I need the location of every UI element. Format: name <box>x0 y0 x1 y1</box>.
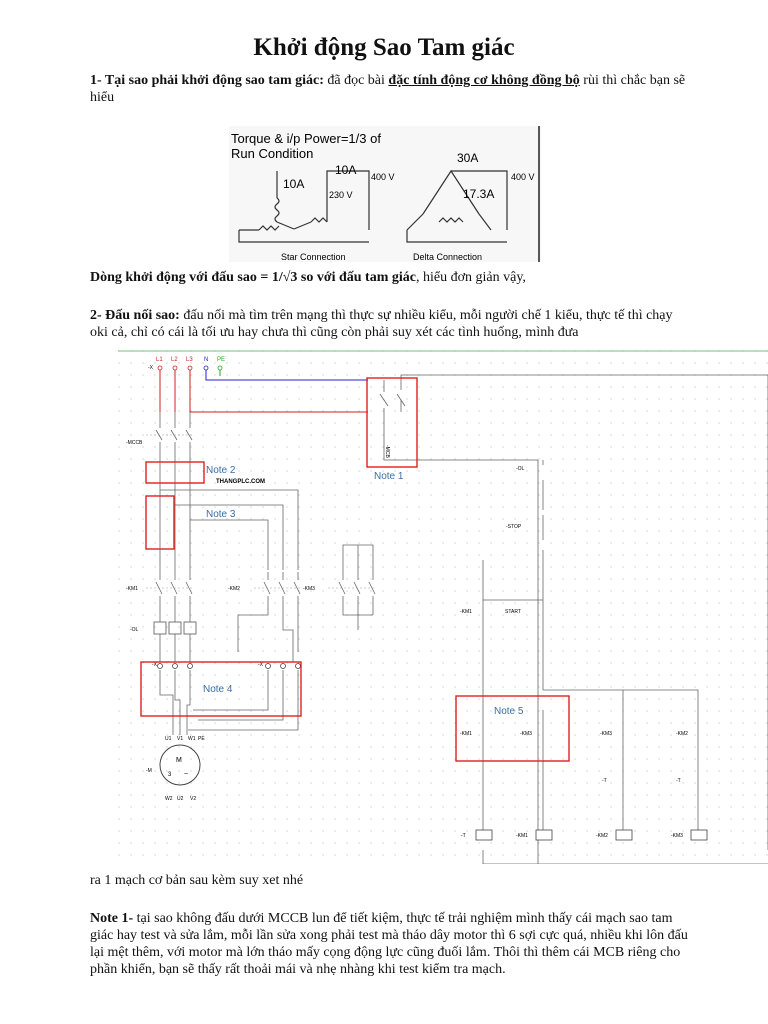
note-1-paragraph: Note 1- tại sao không đấu dưới MCCB lun … <box>90 910 690 978</box>
km2-nc-label: -KM2 <box>676 731 688 737</box>
note-3-box <box>145 495 175 550</box>
fig1-title-line1: Torque & i/p Power=1/3 of <box>231 131 381 146</box>
note-4-label: Note 4 <box>203 684 233 695</box>
motor-terminal-pe: PE <box>198 736 205 742</box>
note-2-label: Note 2 <box>206 465 236 476</box>
section-1-heading: 1- Tại sao phải khởi động sao tam giác: <box>90 73 324 88</box>
motor-terminal-u2: U2 <box>177 796 184 802</box>
phase-l2: L2 <box>171 357 178 363</box>
km2-coil <box>615 829 633 841</box>
note-1-heading: Note 1- <box>90 911 134 926</box>
motor-symbol <box>159 744 201 786</box>
circuit-diagram: L1 L2 L3 N PE -X <box>118 350 768 864</box>
timer-coil <box>475 829 493 841</box>
starting-current-paragraph: Dòng khởi động với đấu sao = 1/√3 so với… <box>90 269 690 286</box>
motor-m: M <box>176 757 182 764</box>
timer-coil-label: -T <box>461 833 466 839</box>
motor-terminal-w1: W1 <box>188 736 196 742</box>
km3-interlock-label: -KM3 <box>520 731 532 737</box>
fig1-title-line2: Run Condition <box>231 146 313 161</box>
section-1-text: đã đọc bài <box>323 73 389 88</box>
km2-power-label: -KM2 <box>228 586 240 592</box>
section-2-body: đấu nối mà tìm trên mạng thì thực sự nhi… <box>90 308 673 340</box>
ol-label: -OL <box>130 627 139 633</box>
motor-ac-icon: ~ <box>184 771 188 778</box>
page-title: Khởi động Sao Tam giác <box>253 34 515 61</box>
note-1-label: Note 1 <box>374 471 404 482</box>
motor-3: 3 <box>168 772 172 778</box>
km3-coil-label: -KM3 <box>671 833 683 839</box>
km3-coil <box>690 829 708 841</box>
star-connection-diagram <box>238 170 370 243</box>
section-2-heading: 2- Đấu nối sao: <box>90 308 180 323</box>
start-label: START <box>505 609 521 615</box>
note-1-body: tại sao không đấu dưới MCCB lun để tiết … <box>90 911 688 977</box>
delta-line-voltage: 400 V <box>511 172 535 182</box>
timer-contact-label-2: -T <box>676 778 681 784</box>
km1-interlock-label: -KM1 <box>460 731 472 737</box>
star-phase-current: 10A <box>283 177 304 191</box>
km2-coil-label: -KM2 <box>596 833 608 839</box>
figure-caption: ra 1 mạch cơ bản sau kèm suy xet nhé <box>90 873 304 888</box>
star-connection-label: Star Connection <box>281 252 346 262</box>
note-5-box <box>455 695 570 762</box>
phase-pe: PE <box>217 357 225 363</box>
mccb-label: -MCCB <box>126 440 143 446</box>
motor-terminal-u1: U1 <box>165 736 172 742</box>
note-4-box <box>140 661 302 717</box>
km1-power-label: -KM1 <box>126 586 138 592</box>
timer-contact-label-1: -T <box>602 778 607 784</box>
delta-connection-label: Delta Connection <box>413 252 482 262</box>
phase-l3: L3 <box>186 357 193 363</box>
km3-power-label: -KM3 <box>303 586 315 592</box>
note-2-box <box>145 461 205 484</box>
note-1-box <box>366 377 418 468</box>
motor-terminal-v2: V2 <box>190 796 196 802</box>
km1-coil <box>535 829 553 841</box>
star-phase-voltage: 230 V <box>329 190 353 200</box>
motor-terminal-w2: W2 <box>165 796 173 802</box>
star-line-voltage: 400 V <box>371 172 395 182</box>
watermark: THANGPLC.COM <box>216 479 265 485</box>
section-2-paragraph: 2- Đấu nối sao: đấu nối mà tìm trên mạng… <box>90 307 690 341</box>
article-link[interactable]: đặc tính động cơ không đồng bộ <box>388 73 580 88</box>
star-delta-figure: Torque & i/p Power=1/3 of Run Condition … <box>229 126 541 262</box>
note-3-label: Note 3 <box>206 509 236 520</box>
note-5-label: Note 5 <box>494 706 524 717</box>
section-1-text-end: rùi thì chắc bạn sẽ hiểu <box>90 73 686 105</box>
stop-label: -STOP <box>506 524 522 530</box>
motor-terminal-v1: V1 <box>177 736 183 742</box>
ol-aux-label: -OL <box>516 466 525 472</box>
phase-l1: L1 <box>156 357 163 363</box>
terminal-x-label: -X <box>148 365 154 371</box>
starting-current-bold: Dòng khởi động với đấu sao = 1/√3 so với… <box>90 270 416 285</box>
km3-nc-label: -KM3 <box>600 731 612 737</box>
section-1-paragraph: 1- Tại sao phải khởi động sao tam giác: … <box>90 72 690 106</box>
delta-line-current: 30A <box>457 151 478 165</box>
delta-phase-current: 17.3A <box>463 187 494 201</box>
phase-n: N <box>204 357 208 363</box>
km1-coil-label: -KM1 <box>516 833 528 839</box>
terminal-x-label-2: -X <box>152 662 158 668</box>
km1-aux-label: -KM1 <box>460 609 472 615</box>
terminal-x-label-3: -X <box>258 662 264 668</box>
starting-current-rest: , hiểu đơn giản vậy, <box>416 270 526 285</box>
star-line-current: 10A <box>335 163 356 177</box>
delta-connection-diagram <box>406 169 508 243</box>
motor-label: -M <box>146 768 152 774</box>
mcb-label: -MCB <box>384 445 390 458</box>
